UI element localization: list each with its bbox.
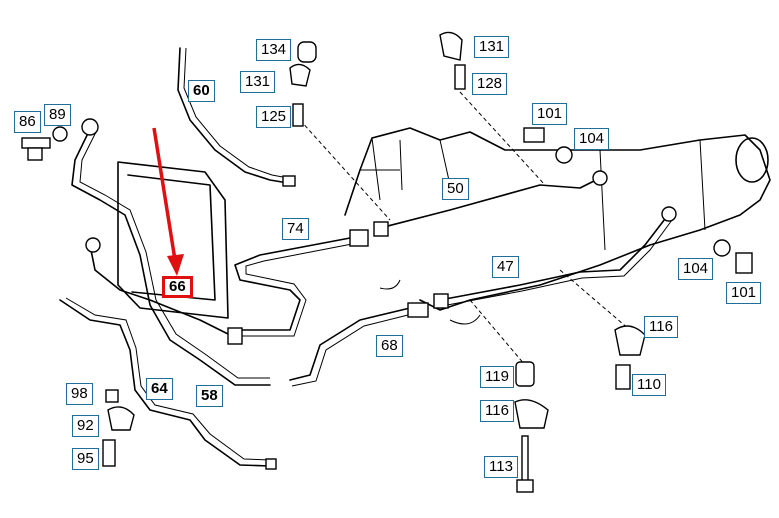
part-label-134[interactable]: 134 [256,39,292,61]
pipe-left-upper [71,124,271,386]
part-label-60[interactable]: 60 [188,80,215,102]
part-label-113[interactable]: 113 [484,456,518,478]
part-label-101b[interactable]: 101 [726,282,762,304]
part-label-125[interactable]: 125 [256,106,292,128]
pipe-68 [289,307,411,381]
part-label-116b[interactable]: 116 [480,400,514,422]
part-label-116a[interactable]: 116 [644,316,678,338]
part-label-131a[interactable]: 131 [240,71,276,93]
part-label-95[interactable]: 95 [72,448,99,470]
part-label-50[interactable]: 50 [442,178,469,200]
part-label-58[interactable]: 58 [196,385,223,407]
part-label-68[interactable]: 68 [376,335,403,357]
part-label-98[interactable]: 98 [66,383,93,405]
part-label-128[interactable]: 128 [472,73,508,95]
pipe-64 [59,299,271,467]
pipe-50 [379,177,601,229]
pipe-58 [89,244,231,336]
part-label-47[interactable]: 47 [492,256,519,278]
part-label-104b[interactable]: 104 [678,258,714,280]
pipe-74 [229,237,351,331]
part-label-110[interactable]: 110 [632,374,666,396]
part-label-131b[interactable]: 131 [474,36,510,58]
part-label-66-highlighted[interactable]: 66 [162,276,193,298]
highlight-arrow [152,127,177,261]
part-label-86[interactable]: 86 [14,111,41,133]
part-label-74[interactable]: 74 [282,218,309,240]
hardware-parts [21,31,753,493]
transmission-housing [344,127,771,325]
part-label-64[interactable]: 64 [146,378,173,400]
highlight-arrowhead [167,254,184,276]
part-label-92[interactable]: 92 [72,415,99,437]
part-label-104a[interactable]: 104 [574,128,610,150]
part-label-119[interactable]: 119 [480,366,514,388]
part-label-89[interactable]: 89 [44,104,71,126]
part-label-101a[interactable]: 101 [532,103,568,125]
pipe-60 [177,47,289,184]
pipe-47 [439,214,669,301]
